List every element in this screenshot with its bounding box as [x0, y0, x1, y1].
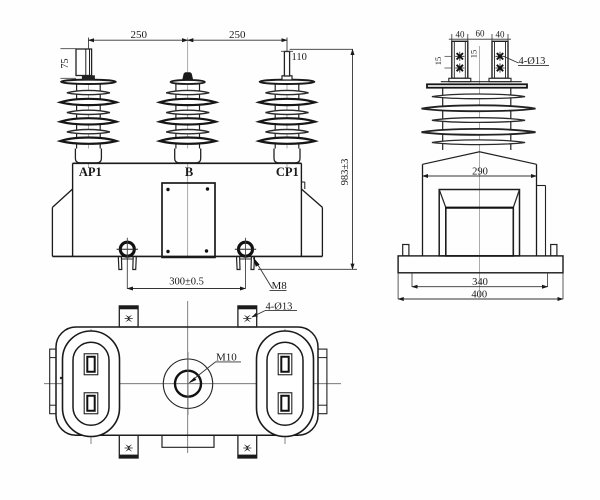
- svg-text:300±0.5: 300±0.5: [169, 276, 204, 287]
- svg-text:75: 75: [60, 59, 71, 69]
- svg-text:15: 15: [469, 50, 479, 59]
- svg-text:CP1: CP1: [276, 165, 299, 179]
- svg-text:290: 290: [472, 166, 488, 177]
- svg-text:4-Ø13: 4-Ø13: [266, 301, 293, 312]
- svg-text:110: 110: [292, 52, 307, 63]
- svg-text:340: 340: [472, 277, 488, 288]
- svg-text:250: 250: [130, 29, 147, 41]
- svg-text:4-Ø13: 4-Ø13: [519, 56, 546, 67]
- svg-text:60: 60: [476, 29, 486, 39]
- svg-text:40: 40: [496, 29, 506, 39]
- svg-text:400: 400: [471, 289, 487, 300]
- svg-text:AP1: AP1: [79, 165, 102, 179]
- svg-text:M10: M10: [216, 352, 237, 364]
- svg-text:15: 15: [433, 57, 443, 66]
- svg-text:250: 250: [229, 29, 246, 41]
- svg-text:M8: M8: [272, 280, 288, 292]
- svg-text:40: 40: [456, 29, 466, 39]
- svg-text:B: B: [185, 165, 193, 179]
- svg-text:983±3: 983±3: [340, 159, 351, 186]
